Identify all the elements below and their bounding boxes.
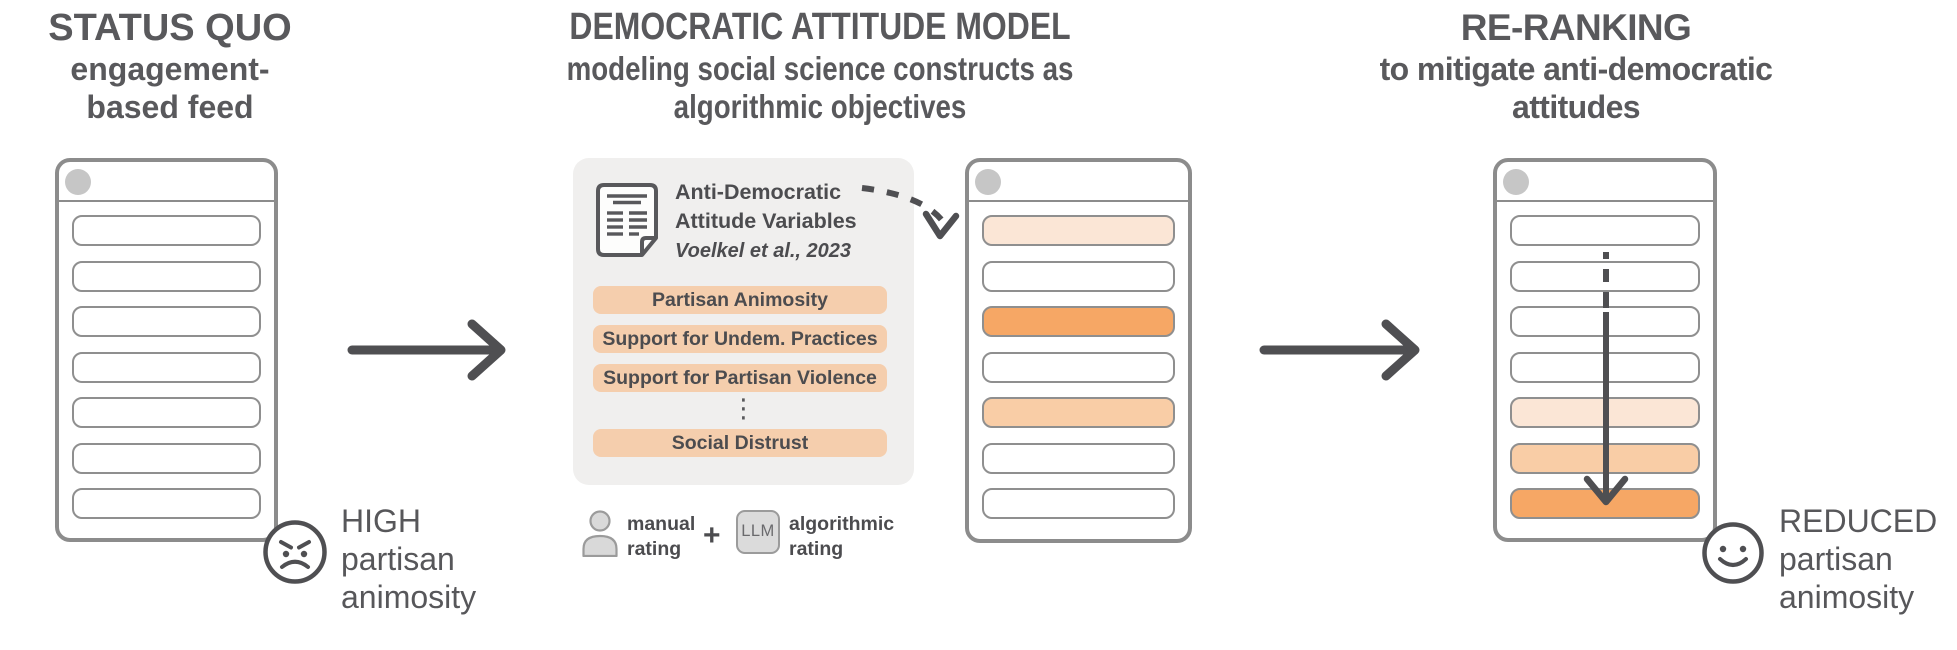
feed-row [1510,260,1700,292]
reranking-subtitle-line2: attitudes [1512,89,1641,125]
variables-heading: Anti-Democratic Attitude Variables [675,178,857,236]
manual-rating-line1: manual [627,513,696,535]
status-quo-subtitle-line2: based feed [86,89,254,125]
feed-row [982,397,1175,428]
algorithmic-rating-line1: algorithmic [789,513,895,535]
reduced-animosity-line3: animosity [1779,579,1915,615]
reranking-subtitle-line1: to mitigate anti-democratic [1379,51,1773,87]
manual-rating-line2: rating [627,538,682,560]
manual-rating-label: manual rating [627,512,695,562]
phone-header [59,162,274,202]
feed-row [982,215,1175,246]
chip-social-distrust: Social Distrust [593,429,887,457]
feed-row [72,215,261,246]
variables-citation: Voelkel et al., 2023 [675,240,852,262]
feed-row [72,260,261,292]
chip-support-undem-practices: Support for Undem. Practices [593,325,887,353]
phone-reranked-feed [1493,158,1717,542]
high-animosity-line2: partisan [341,541,455,577]
feed-row [1510,442,1700,474]
feed-row [982,260,1175,292]
status-quo-title: STATUS QUO [48,7,292,49]
feed-row [982,488,1175,519]
document-icon [596,183,658,257]
avatar-icon [65,169,91,195]
model-subtitle-line1: modeling social science constructs as [566,50,1074,87]
feed-row [72,306,261,337]
flow-arrow-right-icon [1259,319,1420,381]
angry-face-icon [263,520,327,584]
reduced-animosity-line2: partisan [1779,541,1893,577]
vertical-ellipsis-icon: ⋮ [730,393,757,423]
phone-status-quo-feed [55,158,278,542]
variables-heading-line1: Anti-Democratic [675,180,842,204]
flow-arrow-left-icon [347,319,506,381]
high-animosity-line1: HIGH [341,503,421,539]
chip-support-partisan-violence: Support for Partisan Violence [593,364,887,392]
feed-row [72,488,261,519]
feed-row [72,351,261,383]
feed-row [1510,488,1700,519]
plus-sign: + [703,519,721,552]
high-animosity-label: HIGH partisan animosity [341,502,531,616]
phone-header [1497,162,1713,202]
attitude-variables-box: Anti-Democratic Attitude Variables Voelk… [573,158,914,485]
algorithmic-rating-line2: rating [789,538,844,560]
feed-row [1510,351,1700,383]
smiley-face-icon [1702,522,1764,584]
person-icon [582,510,618,557]
reranking-title: RE-RANKING [1460,7,1692,48]
chip-partisan-animosity: Partisan Animosity [593,286,887,314]
feed-row [1510,397,1700,428]
feed-row [982,442,1175,474]
high-animosity-line3: animosity [341,579,477,615]
feed-row [72,397,261,428]
feed-row [1510,215,1700,246]
avatar-icon [975,169,1001,195]
reduced-animosity-label: REDUCED partisan animosity [1779,502,1957,616]
feed-row [72,442,261,474]
status-quo-subtitle-line1: engagement- [70,51,270,87]
model-subtitle-line2: algorithmic objectives [673,88,967,125]
reduced-animosity-line1: REDUCED [1779,503,1938,539]
status-quo-title-block: STATUS QUO engagement- based feed [10,6,330,126]
algorithmic-rating-label: algorithmic rating [789,512,894,562]
variables-heading-line2: Attitude Variables [675,209,857,233]
feed-row [1510,306,1700,337]
model-title: DEMOCRATIC ATTITUDE MODEL [569,6,1071,48]
model-title-block: DEMOCRATIC ATTITUDE MODEL modeling socia… [551,4,1089,126]
feed-row [982,351,1175,383]
reranking-title-block: RE-RANKING to mitigate anti-democratic a… [1336,6,1816,126]
llm-icon: LLM [736,510,780,554]
feed-row [982,306,1175,337]
avatar-icon [1503,169,1529,195]
phone-scored-feed [965,158,1192,543]
phone-header [969,162,1188,202]
